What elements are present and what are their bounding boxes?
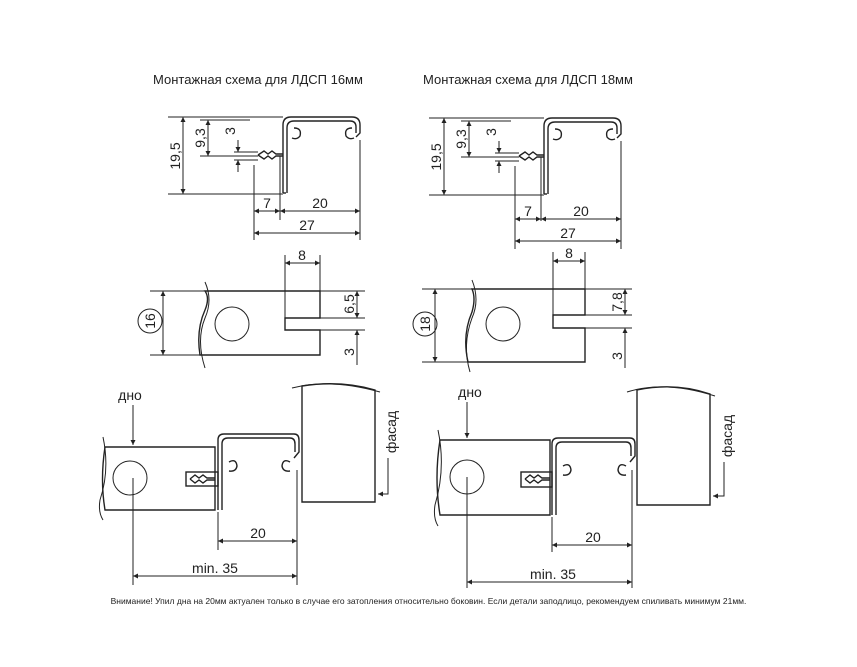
dim-7: 7 — [524, 203, 532, 219]
dim-20: 20 — [250, 525, 266, 541]
left-assembly: дно фасад 20 min. 35 — [98, 383, 399, 585]
dim-27: 27 — [299, 217, 315, 233]
board-thickness: 18 — [417, 316, 433, 332]
groove-bottom: 3 — [341, 348, 357, 356]
dim-slot: 3 — [222, 127, 238, 135]
right-title: Монтажная схема для ЛДСП 18мм — [423, 72, 633, 87]
left-board-section: 16 8 6,5 3 — [137, 247, 365, 369]
groove-depth: 6,5 — [341, 294, 357, 314]
right-scheme: Монтажная схема для ЛДСП 18мм 19,5 9,3 3… — [412, 72, 735, 588]
right-profile-drawing: 19,5 9,3 3 7 20 27 — [428, 117, 622, 249]
bottom-label: дно — [118, 387, 142, 403]
left-scheme: Монтажная схема для ЛДСП 16мм 19,5 9,3 3… — [98, 72, 399, 585]
facade-label: фасад — [719, 415, 735, 457]
right-board-section: 18 8 7,8 3 — [412, 245, 632, 373]
board-thickness: 16 — [142, 313, 158, 329]
groove-width: 8 — [298, 247, 306, 263]
dim-27: 27 — [560, 225, 576, 241]
bottom-label: дно — [458, 384, 482, 400]
groove-width: 8 — [565, 245, 573, 261]
dim-slot: 3 — [483, 128, 499, 136]
right-assembly: дно фасад 20 min. 35 — [433, 384, 735, 588]
left-title: Монтажная схема для ЛДСП 16мм — [153, 72, 363, 87]
dim-offset: 9,3 — [192, 128, 208, 148]
dim-height: 19,5 — [428, 143, 444, 170]
dim-20: 20 — [573, 203, 589, 219]
dim-min-35: min. 35 — [530, 566, 576, 582]
dim-20: 20 — [585, 529, 601, 545]
warning-note: Внимание! Упил дна на 20мм актуален толь… — [110, 596, 747, 606]
dim-height: 19,5 — [167, 142, 183, 169]
dim-7: 7 — [263, 195, 271, 211]
dim-20: 20 — [312, 195, 328, 211]
dim-min-35: min. 35 — [192, 560, 238, 576]
groove-bottom: 3 — [609, 352, 625, 360]
left-profile-drawing: 19,5 9,3 3 7 20 27 — [167, 116, 361, 240]
facade-label: фасад — [383, 411, 399, 453]
dim-offset: 9,3 — [453, 129, 469, 149]
groove-depth: 7,8 — [609, 292, 625, 312]
